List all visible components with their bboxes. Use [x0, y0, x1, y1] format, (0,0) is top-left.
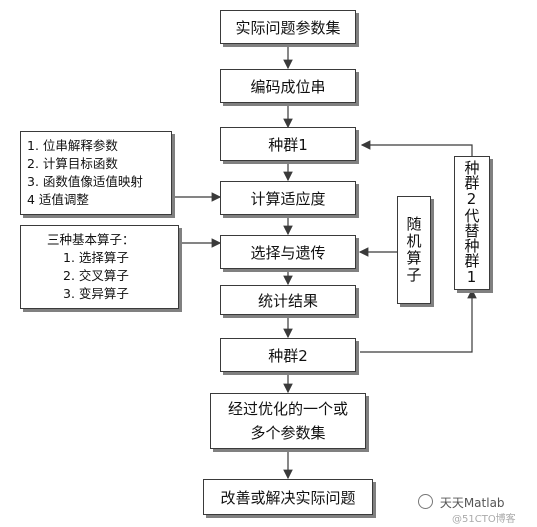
flow-step-6-label: 统计结果: [257, 291, 318, 310]
fitness-step: 1. 位串解释参数: [27, 138, 118, 153]
flow-step-9: 改善或解决实际问题: [203, 479, 373, 515]
operator-item: 1. 选择算子: [63, 250, 129, 265]
flow-step-7: 种群2: [220, 338, 356, 372]
random-operator-box: 随机算子: [397, 196, 431, 304]
flow-step-1: 实际问题参数集: [220, 10, 356, 44]
flow-step-7-label: 种群2: [268, 346, 308, 365]
fitness-step: 4 适值调整: [27, 192, 89, 207]
flow-step-2: 编码成位串: [220, 69, 356, 103]
flow-step-5-label: 选择与遗传: [250, 243, 326, 262]
fitness-step: 3. 函数值像适值映射: [27, 174, 143, 189]
population-replace-box: 种群2代替种群1: [454, 156, 490, 290]
flow-step-8: 经过优化的一个或多个参数集: [210, 393, 366, 449]
operator-item: 2. 交叉算子: [63, 268, 129, 283]
arrow-loop-up: [360, 290, 473, 353]
flow-step-1-label: 实际问题参数集: [235, 18, 341, 37]
watermark-text: 天天Matlab: [439, 496, 505, 510]
operator-item: 3. 变异算子: [63, 286, 129, 301]
watermark-sub: @51CTO博客: [452, 510, 516, 525]
flow-step-5: 选择与遗传: [220, 235, 356, 269]
flow-step-4-label: 计算适应度: [250, 189, 326, 208]
operators-note: 三种基本算子： 1. 选择算子 2. 交叉算子 3. 变异算子: [20, 225, 179, 309]
fitness-steps-note: 1. 位串解释参数 2. 计算目标函数 3. 函数值像适值映射 4 适值调整: [20, 131, 172, 215]
operators-title: 三种基本算子：: [47, 232, 135, 247]
arrow-loop-back: [360, 140, 473, 156]
flow-step-6: 统计结果: [220, 285, 356, 315]
random-operator-label: 随机算子: [404, 216, 423, 284]
fitness-step: 2. 计算目标函数: [27, 156, 118, 171]
watermark-icon: [418, 494, 433, 509]
flow-step-3-label: 种群1: [268, 135, 308, 154]
flow-step-9-label: 改善或解决实际问题: [220, 488, 356, 507]
flow-step-2-label: 编码成位串: [250, 77, 326, 96]
watermark: 天天Matlab: [418, 494, 505, 511]
flow-step-8-label: 经过优化的一个或多个参数集: [227, 400, 348, 442]
flow-step-3: 种群1: [220, 127, 356, 161]
population-replace-label: 种群2代替种群1: [462, 160, 481, 286]
flow-step-4: 计算适应度: [220, 181, 356, 215]
watermark-sub-text: @51CTO博客: [452, 514, 516, 525]
